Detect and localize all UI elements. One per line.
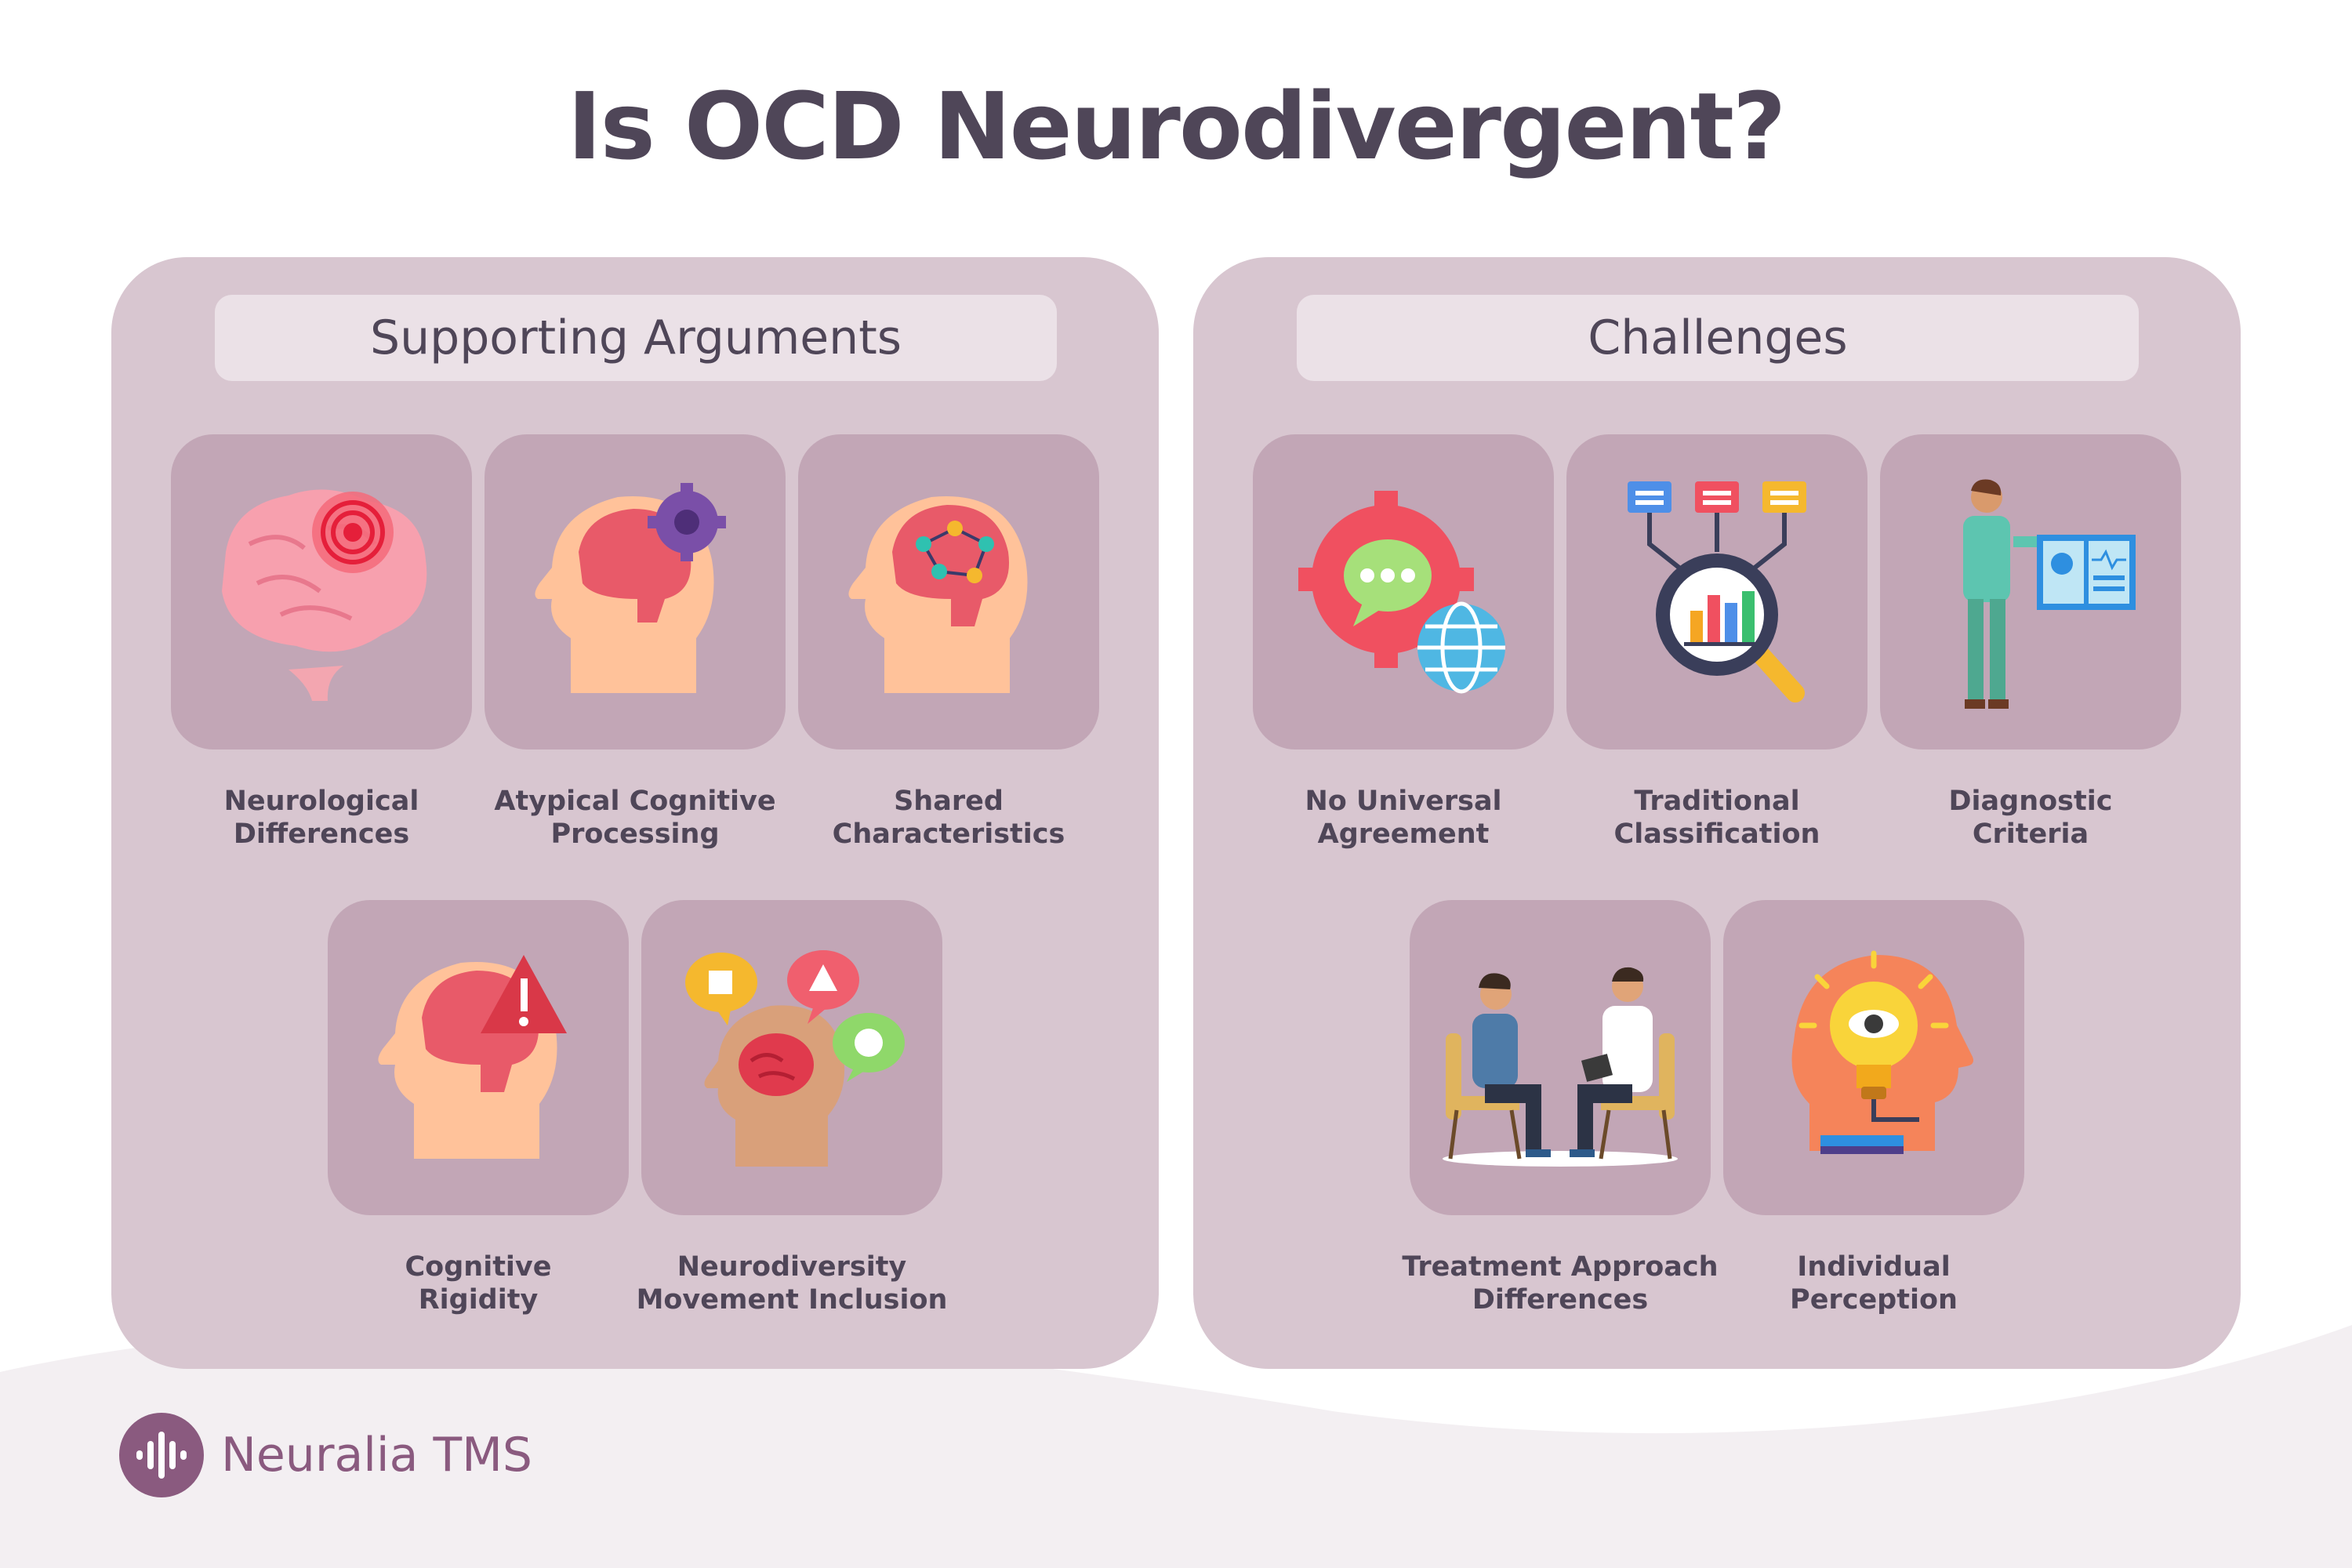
supporting-arguments-header: Supporting Arguments [215, 295, 1057, 381]
card-neurodiversity-movement-inclusion [641, 900, 942, 1215]
card-individual-perception [1723, 900, 2024, 1215]
head-warning-icon [378, 955, 567, 1159]
doctor-board-icon [1963, 479, 2136, 709]
head-lightbulb-eye-icon [1791, 950, 1973, 1154]
card-traditional-classification [1566, 434, 1867, 750]
gear-chat-globe-icon [1298, 491, 1505, 694]
head-network-icon [848, 496, 1028, 693]
card-cognitive-rigidity [328, 900, 629, 1215]
card-no-universal-agreement [1253, 434, 1554, 750]
challenges-header: Challenges [1297, 295, 2139, 381]
card-atypical-cognitive-processing [485, 434, 786, 750]
card-diagnostic-criteria [1880, 434, 2181, 750]
magnifier-chart-icon [1628, 481, 1806, 702]
consultation-icon [1443, 967, 1678, 1167]
card-shared-characteristics [798, 434, 1099, 750]
brand-name: Neuralia TMS [221, 1428, 532, 1483]
brand-logo: Neuralia TMS [119, 1413, 532, 1497]
brain-target-icon [222, 489, 427, 701]
page-title: Is OCD Neurodivergent? [567, 72, 1787, 180]
card-treatment-approach-differences [1410, 900, 1711, 1215]
head-speech-bubbles-icon [685, 950, 905, 1167]
sound-wave-logo-icon [119, 1413, 204, 1497]
card-neurological-differences [171, 434, 472, 750]
head-gear-icon [535, 483, 726, 693]
